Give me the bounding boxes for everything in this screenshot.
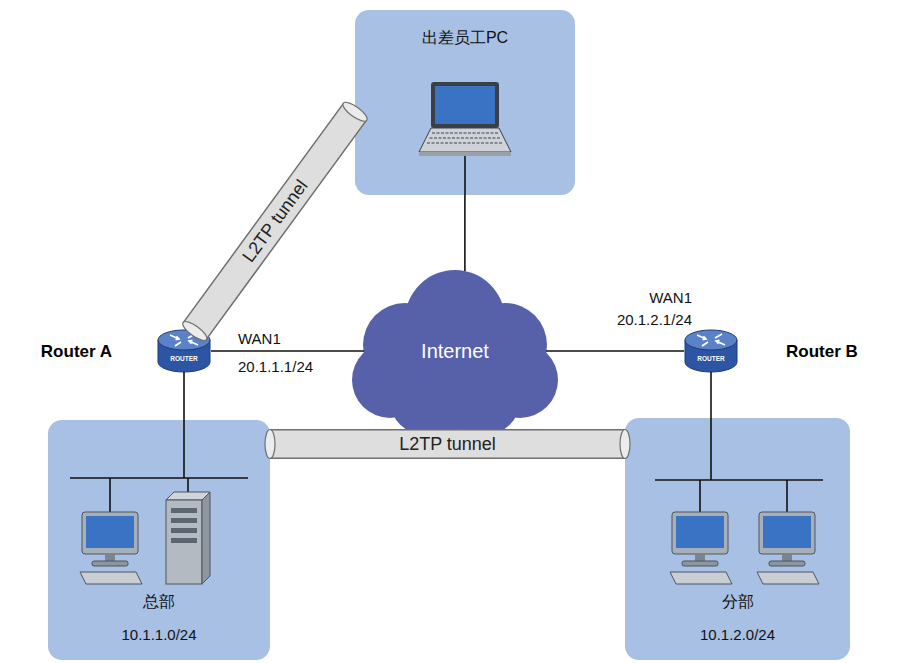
connector-group <box>546 351 684 352</box>
l2tp-tunnel <box>270 429 625 459</box>
screen <box>763 516 811 548</box>
internet-cloud: Internet <box>345 265 565 437</box>
tunnel-cap <box>620 430 630 459</box>
site-label: 总部 <box>48 594 270 610</box>
router-name: Router A <box>41 343 112 360</box>
tunnel-label: L2TP tunnel <box>397 435 498 453</box>
network-link <box>183 372 185 420</box>
node-art <box>48 420 270 660</box>
cloud-lobe <box>450 365 520 435</box>
monitor-stand <box>782 554 792 561</box>
connector-group <box>180 99 370 343</box>
connector-group <box>711 372 712 418</box>
server-slot <box>171 518 197 523</box>
site-panel: 出差员工PC <box>355 10 575 195</box>
monitor-base <box>92 561 128 566</box>
key-row <box>427 142 503 143</box>
server-front <box>166 500 202 584</box>
node-art <box>684 328 738 374</box>
site-label: 10.1.1.0/24 <box>48 627 270 642</box>
network-link <box>546 350 684 352</box>
laptop-screen <box>435 86 495 124</box>
laptop-base <box>419 128 511 152</box>
connector-group <box>265 430 630 459</box>
server-slot <box>171 508 197 513</box>
connector-group <box>211 351 364 352</box>
site-label: 出差员工PC <box>355 30 575 46</box>
key-row <box>430 137 501 138</box>
network-link <box>710 372 712 418</box>
tunnel-label: L2TP tunnel <box>238 175 312 267</box>
tunnel-fill <box>195 112 355 331</box>
lan-wire <box>710 418 712 480</box>
l2tp-tunnel <box>195 112 355 331</box>
keyboard <box>670 572 732 584</box>
connector-group <box>184 372 185 420</box>
tunnel-cap <box>340 99 369 124</box>
lan-wire <box>655 479 823 481</box>
server-slot <box>171 528 197 533</box>
monitor <box>672 512 728 554</box>
laptop-lid <box>431 82 499 128</box>
server-slot <box>171 538 197 543</box>
interface-label: 20.1.2.1/24 <box>617 312 692 327</box>
screen <box>86 516 134 548</box>
site-panel: 分部 10.1.2.0/24 <box>625 418 850 660</box>
icon-text: ROUTER <box>697 356 724 363</box>
router-top <box>158 330 210 350</box>
router-node: Router A <box>157 328 211 374</box>
router-arrows <box>697 334 725 346</box>
network-link <box>464 195 466 271</box>
lan-wire <box>109 478 111 512</box>
interface-label: WAN1 <box>649 290 692 305</box>
lan-wire <box>699 480 701 512</box>
keyboard <box>757 572 819 584</box>
key-row <box>432 132 498 133</box>
laptop-edge <box>419 152 511 156</box>
connector-group <box>464 195 465 271</box>
tunnel-cap <box>180 318 209 343</box>
node-art <box>625 418 850 660</box>
monitor <box>759 512 815 554</box>
tunnel-cap <box>265 430 275 459</box>
router-node: Router B <box>684 328 738 374</box>
router-top <box>685 330 737 350</box>
screen <box>676 516 724 548</box>
server-side <box>202 492 210 584</box>
monitor <box>82 512 138 554</box>
monitor-stand <box>695 554 705 561</box>
network-link <box>211 350 364 352</box>
router-name: Router B <box>786 343 858 360</box>
lan-wire <box>786 480 788 512</box>
node-art <box>157 328 211 374</box>
icon-text: ROUTER <box>170 356 197 363</box>
router-arrows <box>170 334 198 346</box>
monitor-stand <box>105 554 115 561</box>
cloud-label: Internet <box>421 341 489 361</box>
site-label: 分部 <box>625 594 850 610</box>
lan-wire <box>183 420 185 478</box>
lan-wire <box>70 477 248 479</box>
monitor-base <box>769 561 805 566</box>
tunnel-fill <box>270 431 625 458</box>
interface-label: WAN1 <box>238 331 281 346</box>
site-label: 10.1.2.0/24 <box>625 627 850 642</box>
interface-label: 20.1.1.1/24 <box>238 359 313 374</box>
cloud-lobe <box>390 365 460 435</box>
lan-wire <box>464 156 466 195</box>
site-panel: 总部 10.1.1.0/24 <box>48 420 270 660</box>
monitor-base <box>682 561 718 566</box>
keyboard <box>80 572 142 584</box>
